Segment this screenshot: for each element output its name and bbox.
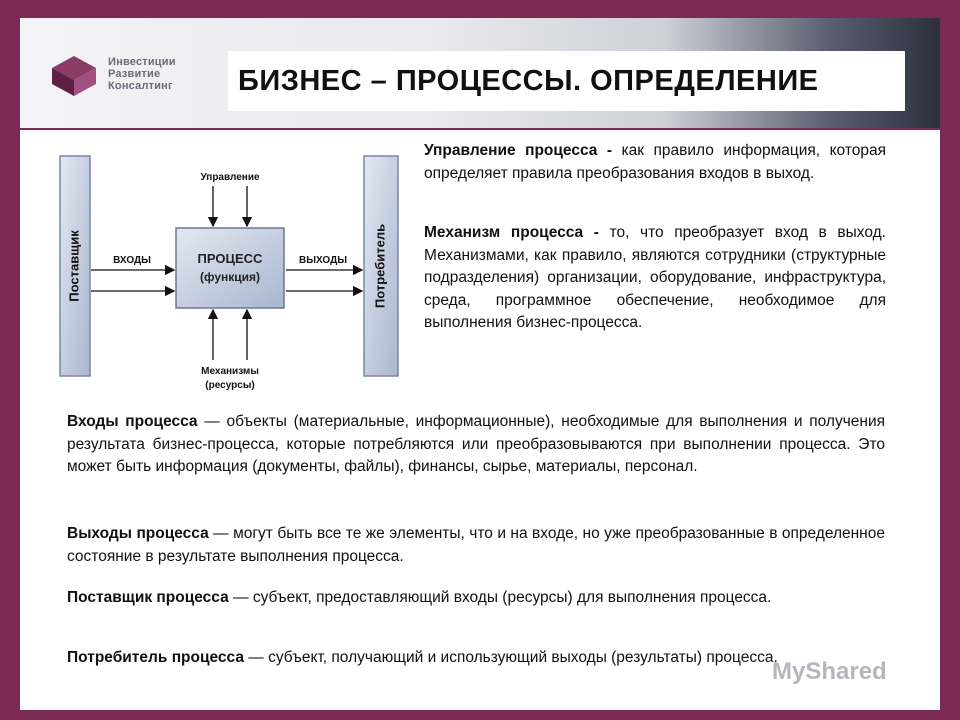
- supplier-label: Поставщик: [66, 230, 81, 302]
- mechanism-term: Механизм процесса -: [424, 224, 599, 241]
- supplier-definition: Поставщик процесса — субъект, предоставл…: [67, 587, 885, 610]
- inputs-definition: Входы процесса — объекты (материальные, …: [67, 411, 885, 479]
- mechanism-definition: Механизм процесса - то, что преобразует …: [424, 222, 886, 335]
- supplier-box: [59, 155, 91, 377]
- logo-line-3: Консалтинг: [108, 80, 173, 92]
- control-label: Управление: [200, 172, 260, 183]
- consumer-term: Потребитель процесса: [67, 649, 244, 666]
- cube-logo-icon: [52, 56, 96, 96]
- consumer-box: [363, 155, 399, 377]
- inputs-term: Входы процесса: [67, 413, 198, 430]
- page-title: БИЗНЕС – ПРОЦЕССЫ. ОПРЕДЕЛЕНИЕ: [238, 65, 819, 97]
- control-text: как правило информация, которая определя…: [424, 142, 886, 182]
- process-box: [175, 227, 285, 309]
- logo-text: Инвестиции Развитие Консалтинг: [108, 56, 176, 92]
- inputs-label: ВХОДЫ: [113, 255, 151, 266]
- supplier-text: — субъект, предоставляющий входы (ресурс…: [228, 589, 772, 606]
- company-logo: Инвестиции Развитие Консалтинг: [50, 54, 200, 102]
- header: Инвестиции Развитие Консалтинг БИЗНЕС – …: [20, 18, 940, 130]
- process-label: ПРОЦЕСС: [198, 251, 264, 266]
- outputs-definition: Выходы процесса — могут быть все те же э…: [67, 523, 885, 568]
- outputs-term: Выходы процесса: [67, 525, 209, 542]
- process-sublabel: (функция): [200, 270, 260, 284]
- logo-line-1: Инвестиции: [108, 56, 176, 68]
- outputs-text: — могут быть все те же элементы, что и н…: [67, 525, 885, 565]
- logo-line-2: Развитие: [108, 68, 161, 80]
- consumer-definition: Потребитель процесса — субъект, получающ…: [67, 647, 885, 670]
- control-definition: Управление процесса - как правило информ…: [424, 140, 886, 185]
- watermark: MyShared: [772, 658, 887, 685]
- title-box: БИЗНЕС – ПРОЦЕССЫ. ОПРЕДЕЛЕНИЕ: [228, 51, 905, 111]
- header-divider: [20, 128, 940, 130]
- outputs-label: ВЫХОДЫ: [299, 255, 347, 266]
- consumer-label: Потребитель: [372, 224, 387, 308]
- mechanism-text: то, что преобразует вход в выход. Механи…: [424, 224, 886, 331]
- consumer-text: — субъект, получающий и использующий вых…: [244, 649, 778, 666]
- supplier-term: Поставщик процесса: [67, 589, 229, 606]
- slide: Инвестиции Развитие Консалтинг БИЗНЕС – …: [20, 18, 940, 710]
- process-diagram: Поставщик Потребитель ПРОЦЕСС (функция) …: [59, 155, 399, 391]
- mechanisms-sublabel: (ресурсы): [205, 380, 254, 391]
- control-term: Управление процесса -: [424, 142, 613, 159]
- inputs-text: — объекты (материальные, информационные)…: [67, 413, 885, 475]
- mechanisms-label: Механизмы: [201, 366, 259, 377]
